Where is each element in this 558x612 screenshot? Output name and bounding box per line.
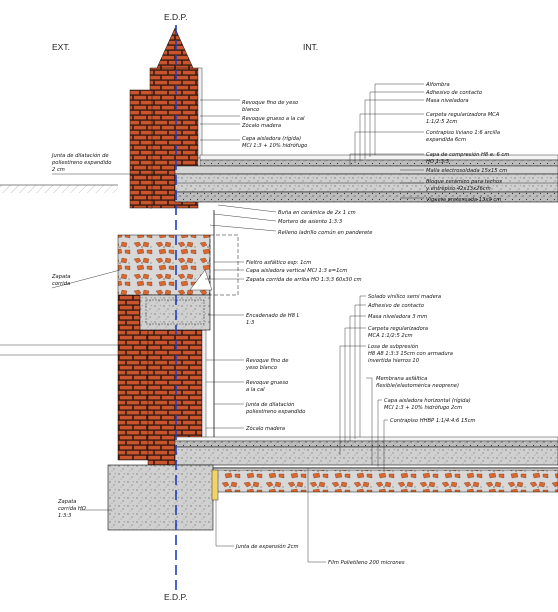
label-alfombra: Alfombra: [425, 82, 450, 88]
label-zapata-ho: Zapata corrida de arriba HO 1:3:3 60x30 …: [245, 277, 362, 283]
label-carpeta-low-2: MCA 1:1/2:5 2cm: [368, 333, 413, 339]
exterior-label: EXT.: [52, 42, 70, 52]
label-malla: Malla electrosoldada 15x15 cm: [426, 168, 507, 174]
upper-foundation-rubble: [117, 234, 239, 296]
label-contrapiso-2: expandida 6cm: [426, 137, 466, 143]
interior-label: INT.: [303, 42, 318, 52]
label-junta-expansion: Junta de expansión 2cm: [235, 543, 299, 550]
label-capa-vert: Capa aisladora vertical MCI 1:3 e=1cm: [246, 268, 347, 274]
label-zapata-ext-1: Zapata: [51, 274, 70, 280]
label-revoque-fino-2b: yeso blanco: [245, 365, 277, 371]
label-buna: Buña en cerámica de 2x 1 cm: [278, 209, 356, 216]
axis-label-bottom: E.D.P.: [164, 592, 187, 602]
label-junta-mid-2: poliestireno expandido: [245, 409, 305, 415]
label-capa-low-1: Capa aisladora horizontal (rígida): [384, 397, 471, 404]
lower-floor: [174, 436, 558, 493]
label-losa-2: H8 A8 1:3:3 15cm con armadura: [368, 351, 453, 357]
label-zocalo-1: Zócalo madera: [241, 122, 281, 129]
label-junta-ext-2: poliestireno expandido: [51, 160, 111, 166]
label-capa-comp-1: Capa de compresión H8 e: 6 cm: [426, 151, 509, 158]
label-contrapiso-1: Contrapiso liviano 1:6 arcilla: [426, 130, 500, 136]
label-bloque-2: y entrepiso 42x13x26cm: [425, 186, 491, 192]
label-revoque-grueso-1: Revoque grueso a la cal: [242, 116, 305, 122]
label-revoque-fino-2a: Revoque fino de: [246, 358, 288, 364]
middle-annotations: Revoque fino de yeso blanco Revoque grue…: [200, 99, 405, 566]
label-zapata-corrida-2: corrida HO: [58, 506, 86, 512]
label-film: Film Polietileno 200 micrones: [328, 560, 405, 566]
label-membrana-1: Membrana asfáltica: [376, 375, 427, 382]
label-fieltro: Fieltro asfáltico esp: 1cm: [246, 259, 311, 266]
label-capa-comp-2: HO 1:3:3: [426, 159, 449, 165]
label-revoque-fino-1b: blanco: [242, 107, 259, 113]
label-zapata-ext-2: corrida: [52, 281, 70, 287]
label-encadenado-1: Encadenado de H8 L: [246, 313, 300, 319]
ring-beam: [139, 294, 211, 331]
left-annotations: Junta de dilatación de poliestireno expa…: [51, 152, 168, 519]
label-adhesivo-top: Adhesivo de contacto: [425, 90, 482, 96]
label-adhesivo-low: Adhesivo de contacto: [367, 303, 424, 309]
label-masa-top: Masa niveladora: [426, 98, 469, 104]
label-carpeta-mca-2: 1:1/2:5 2cm: [426, 119, 457, 125]
right-lower-annotations: Solado vinílico semi madera Adhesivo de …: [339, 293, 475, 470]
label-capa-aisl-1a: Capa aisladora (rígida): [242, 135, 301, 142]
label-losa-1: Losa de subpresión: [368, 343, 418, 350]
label-encadenado-2: 1:3: [246, 320, 254, 326]
right-upper-annotations: Alfombra Adhesivo de contacto Masa nivel…: [349, 82, 509, 203]
label-mortero: Mortero de asiento 1:3:3: [278, 219, 342, 225]
footing: [107, 464, 219, 531]
label-solado: Solado vinílico semi madera: [368, 293, 441, 300]
label-zapata-corrida-3: 1:3:3: [58, 513, 71, 519]
label-junta-mid-1: Junta de dilatación: [245, 401, 294, 408]
label-revoque-fino-1a: Revoque fino de yeso: [242, 100, 298, 106]
label-zocalo-2: Zócalo madera: [245, 425, 285, 432]
label-membrana-2: flexible(elastomérica neoprene): [376, 382, 459, 389]
label-masa-low: Masa niveladora 3 mm: [368, 314, 427, 320]
label-carpeta-low-1: Carpeta regularizadora: [368, 326, 428, 332]
label-bloque-1: Bloque cerámico para techos: [426, 178, 502, 185]
label-capa-aisl-1b: MCI 1:3 + 10% hidrófugo: [242, 142, 307, 149]
label-relleno: Relleno ladrillo común en panderete: [278, 229, 372, 236]
label-contrapiso-low: Contrapiso HHBP 1:1/4:4:6 15cm: [390, 418, 475, 424]
label-junta-ext-1: Junta de dilatación de: [51, 152, 109, 159]
label-junta-ext-3: 2 cm: [52, 167, 65, 173]
upper-slab: [174, 154, 558, 203]
label-capa-low-2: MCI 1:3 + 10% hidrófugo 2cm: [384, 404, 462, 411]
label-losa-3: invertida hierros 10: [368, 358, 420, 364]
label-revoque-grueso-2a: Revoque grueso: [246, 380, 288, 386]
label-vigueta: Vigueta pretensada 13x9 cm: [426, 197, 501, 203]
label-carpeta-mca-1: Carpeta regularizadora MCA: [426, 112, 500, 118]
label-revoque-grueso-2b: a la cal: [246, 387, 265, 393]
axis-label-top: E.D.P.: [164, 12, 187, 22]
label-zapata-corrida-1: Zapata: [57, 499, 76, 505]
